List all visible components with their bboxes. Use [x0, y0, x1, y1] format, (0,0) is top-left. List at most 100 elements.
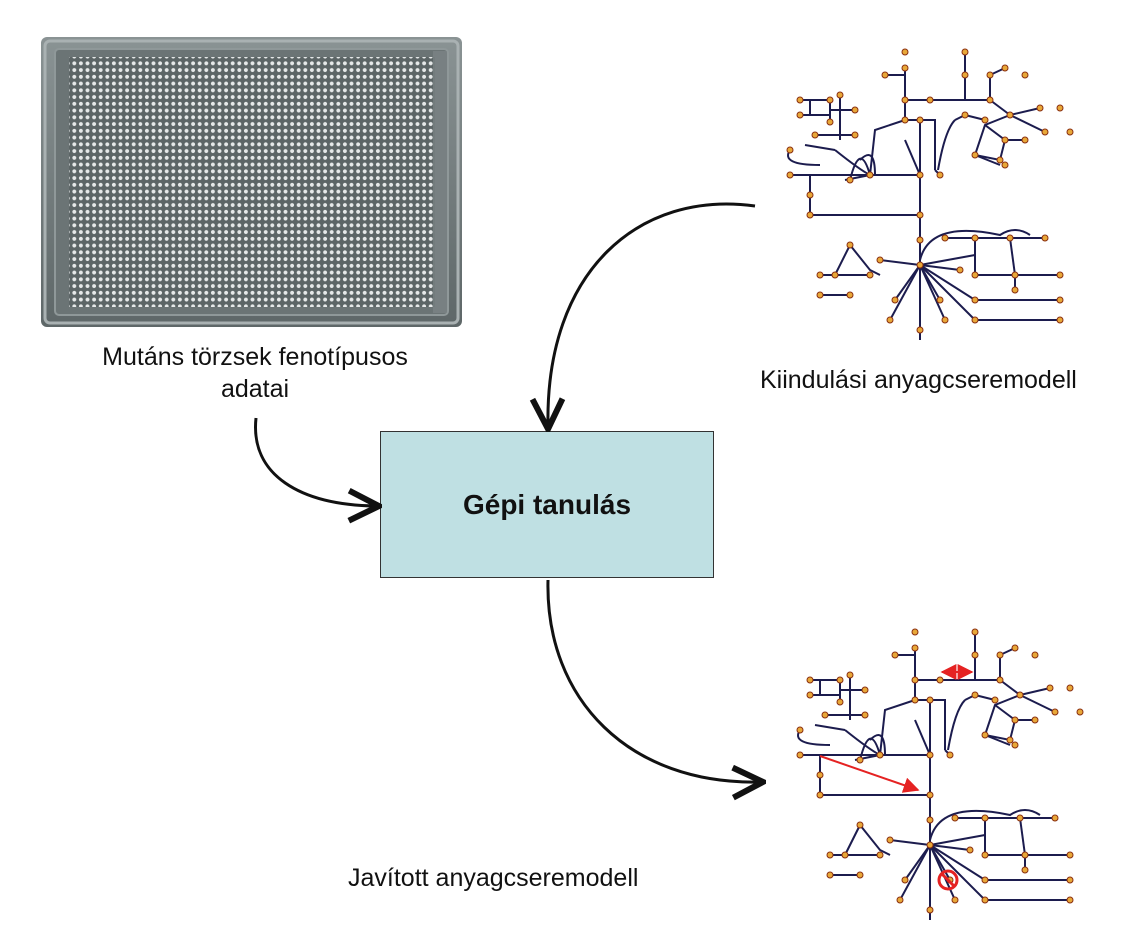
- network-node: [831, 271, 839, 279]
- network-edge: [889, 839, 931, 846]
- network-edge: [989, 67, 1006, 76]
- network-node: [981, 116, 989, 124]
- network-edge: [844, 174, 871, 181]
- network-node: [1011, 716, 1019, 724]
- network-node: [1021, 866, 1029, 874]
- network-edge: [964, 694, 976, 701]
- network-node: [866, 171, 874, 179]
- network-node: [856, 821, 864, 829]
- network-edge: [1009, 114, 1046, 133]
- network-edge: [787, 149, 821, 166]
- network-edge: [999, 647, 1016, 656]
- network-edge: [804, 144, 836, 151]
- network-node: [836, 676, 844, 684]
- network-node: [961, 71, 969, 79]
- network-node: [1056, 296, 1064, 304]
- network-node: [846, 176, 854, 184]
- network-node: [971, 151, 979, 159]
- network-node: [1016, 691, 1024, 699]
- network-node: [846, 671, 854, 679]
- network-node: [926, 816, 934, 824]
- network-node: [836, 91, 844, 99]
- network-edge: [919, 264, 1060, 321]
- network-node: [916, 326, 924, 334]
- network-edge: [934, 169, 941, 176]
- network-edge: [844, 824, 861, 856]
- network-group: [796, 628, 1084, 920]
- network-node: [1011, 644, 1019, 652]
- network-node: [1016, 814, 1024, 822]
- network-node: [991, 696, 999, 704]
- plate-caption: Mutáns törzsek fenotípusos adatai: [102, 343, 408, 403]
- initial-model-caption: Kiindulási anyagcseremodell: [760, 366, 1077, 394]
- network-edge: [915, 699, 946, 750]
- plate-graphic: [41, 37, 462, 327]
- network-node: [911, 696, 919, 704]
- network-node: [851, 106, 859, 114]
- network-node: [891, 296, 899, 304]
- network-node: [816, 791, 824, 799]
- network-node: [1066, 684, 1074, 692]
- network-node: [926, 791, 934, 799]
- improved-model-caption: Javított anyagcseremodell: [348, 864, 639, 892]
- network-node: [861, 711, 869, 719]
- network-node: [826, 96, 834, 104]
- network-edge: [859, 737, 881, 761]
- network-node: [926, 841, 934, 849]
- added-reaction-arrow: [819, 755, 920, 793]
- network-node: [986, 71, 994, 79]
- network-node: [796, 751, 804, 759]
- network-edge: [905, 119, 936, 170]
- network-node: [911, 644, 919, 652]
- network-edge: [919, 264, 961, 271]
- network-edge: [869, 734, 886, 756]
- network-edge: [999, 679, 1021, 696]
- network-node: [1006, 234, 1014, 242]
- network-edge: [919, 264, 946, 321]
- arrow-initial-to-box: [548, 202, 756, 426]
- network-edge: [983, 694, 1021, 742]
- network-node: [826, 118, 834, 126]
- machine-learning-box: Gépi tanulás: [380, 431, 714, 578]
- network-edge: [929, 844, 951, 881]
- network-node: [786, 146, 794, 154]
- network-node: [916, 116, 924, 124]
- network-node: [961, 48, 969, 56]
- network-node: [861, 686, 869, 694]
- network-node: [1001, 136, 1009, 144]
- network-edge: [869, 119, 906, 176]
- network-node: [896, 896, 904, 904]
- network-node: [966, 846, 974, 854]
- network-edge: [914, 719, 931, 756]
- network-edge: [889, 264, 921, 321]
- network-edge: [1009, 107, 1041, 116]
- network-node: [1046, 684, 1054, 692]
- network-node: [876, 851, 884, 859]
- network-node: [1066, 876, 1074, 884]
- network-node: [891, 651, 899, 659]
- network-node: [1056, 104, 1064, 112]
- network-node: [816, 271, 824, 279]
- network-node: [956, 266, 964, 274]
- network-node: [926, 696, 934, 704]
- network-node: [901, 96, 909, 104]
- network-node: [876, 751, 884, 759]
- network-node: [916, 171, 924, 179]
- network-node: [846, 241, 854, 249]
- network-node: [796, 96, 804, 104]
- network-node: [1051, 814, 1059, 822]
- network-edge: [974, 154, 1001, 166]
- network-node: [1041, 234, 1049, 242]
- network-node: [971, 234, 979, 242]
- network-node: [1021, 71, 1029, 79]
- network-node: [941, 234, 949, 242]
- network-node: [996, 676, 1004, 684]
- network-node: [866, 271, 874, 279]
- network-edge: [814, 724, 846, 731]
- network-edge: [919, 229, 1031, 261]
- network-node: [851, 131, 859, 139]
- network-edge: [844, 729, 881, 756]
- network-node: [1051, 708, 1059, 716]
- network-edge: [859, 824, 891, 856]
- network-edge: [929, 834, 986, 846]
